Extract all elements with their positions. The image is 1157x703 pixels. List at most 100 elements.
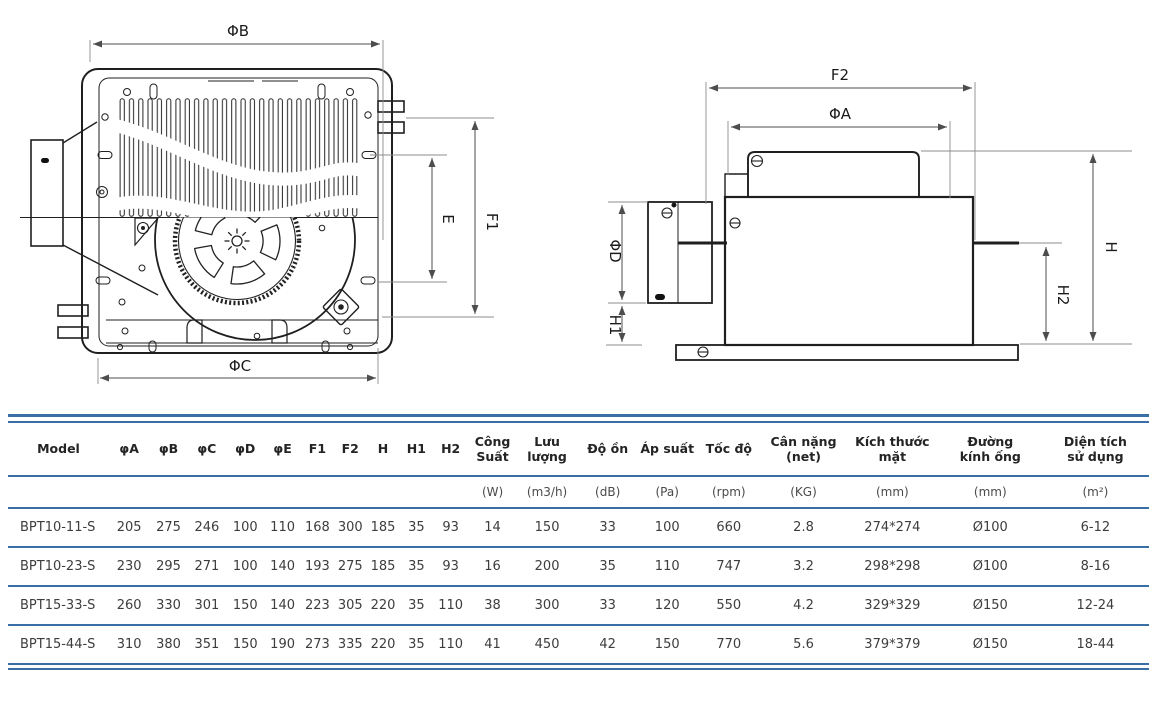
side-fasteners	[95, 111, 377, 285]
value-cell: 185	[366, 508, 400, 548]
top-cover	[747, 151, 920, 197]
corner-bracket	[134, 217, 160, 247]
unit-cell	[399, 476, 433, 509]
value-cell: 100	[226, 508, 265, 548]
value-cell: 18-44	[1041, 625, 1149, 665]
value-cell: 93	[433, 547, 469, 587]
column-header: F1	[300, 423, 335, 477]
value-cell: 380	[149, 625, 188, 665]
model-cell: BPT15-33-S	[8, 586, 109, 626]
unit-cell	[264, 476, 301, 509]
unit-cell	[8, 476, 109, 509]
value-cell: 310	[108, 625, 150, 665]
value-cell: Ø150	[938, 625, 1042, 665]
value-cell: 335	[334, 625, 367, 665]
unit-cell	[149, 476, 188, 509]
column-header: Diện tích sử dụng	[1041, 423, 1149, 477]
scroll-housing	[154, 217, 356, 341]
value-cell: Ø150	[938, 586, 1042, 626]
value-cell: 100	[226, 547, 265, 587]
column-header: φC	[187, 423, 227, 477]
value-cell: 200	[516, 547, 578, 587]
unit-cell	[300, 476, 335, 509]
value-cell: 110	[433, 625, 469, 665]
column-header: Kích thước mặt	[845, 423, 939, 477]
value-cell: 260	[108, 586, 150, 626]
value-cell: 8-16	[1041, 547, 1149, 587]
value-cell: 35	[577, 547, 638, 587]
value-cell: 770	[696, 625, 762, 665]
column-header: H	[366, 423, 400, 477]
value-cell: 275	[334, 547, 367, 587]
unit-cell	[187, 476, 227, 509]
front-view-drawing: ΦB ΦC E F1	[20, 22, 501, 384]
value-cell: 150	[637, 625, 697, 665]
value-cell: 223	[300, 586, 335, 626]
model-cell: BPT15-44-S	[8, 625, 109, 665]
column-header: Công Suất	[468, 423, 517, 477]
pipe-stub	[57, 326, 89, 339]
bottom-mounting-band	[116, 340, 354, 353]
fan-inner-frame	[98, 77, 379, 347]
value-cell: 450	[516, 625, 578, 665]
model-cell: BPT10-23-S	[8, 547, 109, 587]
cover-step	[724, 173, 748, 197]
value-cell: 6-12	[1041, 508, 1149, 548]
table-bottom-rule	[8, 668, 1149, 670]
dim-label-phiC: ΦC	[229, 357, 251, 375]
unit-cell	[433, 476, 469, 509]
column-header: Tốc độ	[696, 423, 762, 477]
unit-cell: (mm)	[938, 476, 1042, 509]
column-header: Áp suất	[637, 423, 697, 477]
main-housing	[723, 195, 975, 347]
base-flange	[675, 344, 1019, 361]
value-cell: 35	[399, 625, 433, 665]
unit-cell: (Pa)	[637, 476, 697, 509]
value-cell: 193	[300, 547, 335, 587]
unit-cell: (W)	[468, 476, 517, 509]
fan-section	[106, 217, 378, 344]
grille	[111, 98, 367, 225]
value-cell: 351	[187, 625, 227, 665]
value-cell: 305	[334, 586, 367, 626]
value-cell: 41	[468, 625, 517, 665]
value-cell: 140	[264, 586, 301, 626]
value-cell: 329*329	[845, 586, 939, 626]
value-cell: 747	[696, 547, 762, 587]
value-cell: 110	[264, 508, 301, 548]
column-header: φA	[108, 423, 150, 477]
table-body: (W)(m3/h)(dB)(Pa)(rpm)(KG)(mm)(mm)(m²)BP…	[8, 476, 1149, 665]
pipe-stub	[57, 304, 89, 317]
dim-label-H1: H1	[606, 315, 624, 336]
front-view-dimensions: ΦB ΦC E F1	[89, 22, 501, 384]
dim-label-phiA: ΦA	[829, 105, 852, 123]
table-top-rule-thin	[8, 421, 1149, 423]
value-cell: 273	[300, 625, 335, 665]
value-cell: 379*379	[845, 625, 939, 665]
unit-cell	[334, 476, 367, 509]
value-cell: 14	[468, 508, 517, 548]
value-cell: 140	[264, 547, 301, 587]
value-cell: 33	[577, 586, 638, 626]
column-header: Model	[8, 423, 109, 477]
value-cell: 35	[399, 586, 433, 626]
impeller	[172, 217, 302, 306]
column-header: Đường kính ống	[938, 423, 1042, 477]
value-cell: 275	[149, 508, 188, 548]
value-cell: 4.2	[761, 586, 846, 626]
value-cell: 301	[187, 586, 227, 626]
side-screws	[661, 154, 764, 358]
value-cell: 246	[187, 508, 227, 548]
technical-drawings: ΦB ΦC E F1	[20, 22, 1132, 384]
dim-label-F1: F1	[483, 213, 501, 231]
dim-label-F2: F2	[831, 66, 849, 84]
value-cell: 16	[468, 547, 517, 587]
dim-label-phiB: ΦB	[227, 22, 249, 40]
screws	[118, 224, 351, 340]
housing-foot	[271, 319, 288, 344]
